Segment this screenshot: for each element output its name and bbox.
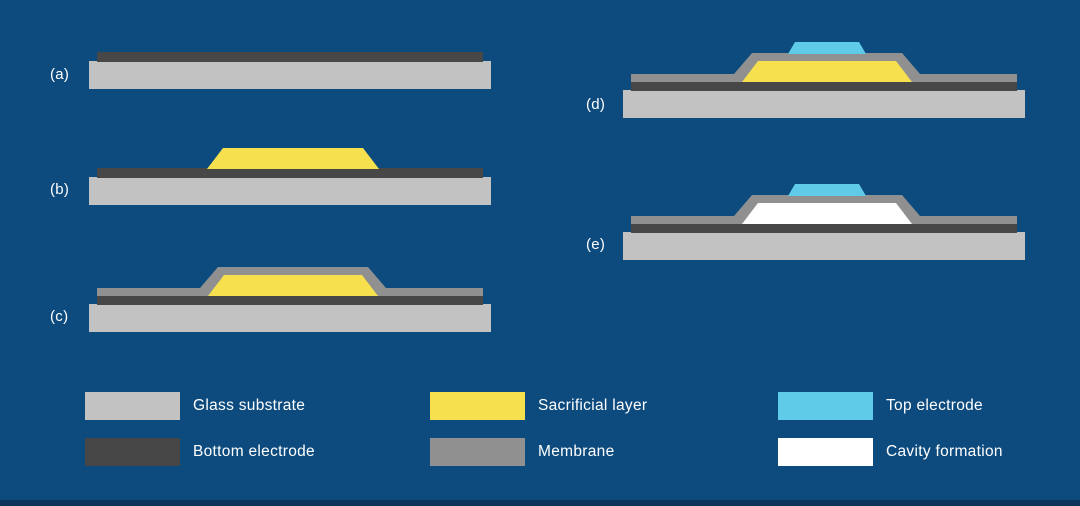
- legend-label-bottom-electrode: Bottom electrode: [193, 443, 315, 460]
- legend-item-bottom-electrode: Bottom electrode: [85, 438, 315, 466]
- panel-a: [88, 51, 492, 89]
- sacrificial-layer-shape: [207, 148, 379, 169]
- glass-substrate-layer: [623, 90, 1025, 118]
- panel-e-label: (e): [586, 236, 606, 253]
- glass-substrate-layer: [623, 232, 1025, 260]
- glass-substrate-layer: [89, 61, 491, 89]
- top-electrode-shape: [788, 184, 866, 196]
- legend-label-membrane: Membrane: [538, 443, 615, 460]
- panel-a-diagram: [89, 52, 491, 89]
- legend-swatch-top-electrode: [778, 392, 873, 420]
- legend-item-membrane: Membrane: [430, 438, 615, 466]
- bottom-electrode-layer: [97, 295, 483, 305]
- panel-c-diagram: [89, 267, 491, 332]
- legend-label-glass-substrate: Glass substrate: [193, 397, 306, 414]
- panel-d-label: (d): [586, 96, 606, 113]
- panel-e: [622, 182, 1026, 260]
- panel-b-diagram: [89, 148, 491, 205]
- legend-swatch-bottom-electrode: [85, 438, 180, 466]
- bottom-edge-strip: [0, 500, 1080, 506]
- sacrificial-layer-shape: [208, 275, 378, 296]
- legend-item-glass-substrate: Glass substrate: [85, 392, 305, 420]
- legend-item-cavity-formation: Cavity formation: [778, 438, 1003, 466]
- bottom-electrode-layer: [631, 81, 1017, 91]
- panel-c: [88, 266, 492, 332]
- legend-swatch-cavity-formation: [778, 438, 873, 466]
- bottom-electrode-layer: [97, 168, 483, 178]
- panel-b-label: (b): [50, 181, 70, 198]
- cavity-shape: [742, 203, 912, 224]
- legend-swatch-membrane: [430, 438, 525, 466]
- bottom-electrode-layer: [631, 223, 1017, 233]
- legend-label-top-electrode: Top electrode: [886, 397, 983, 414]
- legend-label-cavity-formation: Cavity formation: [886, 443, 1003, 460]
- glass-substrate-layer: [89, 177, 491, 205]
- top-electrode-shape: [788, 42, 866, 54]
- panel-c-label: (c): [50, 308, 69, 325]
- panel-d: [622, 40, 1026, 118]
- panel-b: [88, 146, 492, 205]
- legend-item-sacrificial-layer: Sacrificial layer: [430, 392, 647, 420]
- legend-swatch-glass-substrate: [85, 392, 180, 420]
- bottom-electrode-layer: [97, 52, 483, 62]
- panel-e-diagram: [623, 184, 1025, 260]
- sacrificial-layer-shape: [742, 61, 912, 82]
- glass-substrate-layer: [89, 304, 491, 332]
- legend-label-sacrificial-layer: Sacrificial layer: [538, 397, 648, 414]
- panel-d-diagram: [623, 42, 1025, 118]
- legend-swatch-sacrificial-layer: [430, 392, 525, 420]
- panel-a-label: (a): [50, 66, 70, 83]
- legend-item-top-electrode: Top electrode: [778, 392, 983, 420]
